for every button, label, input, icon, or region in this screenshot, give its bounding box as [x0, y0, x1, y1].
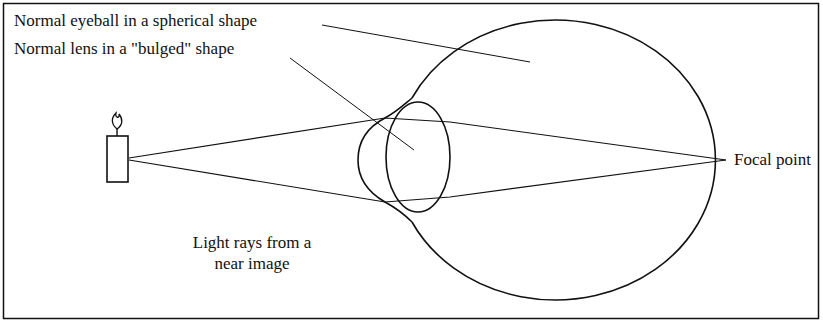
- light-ray: [129, 160, 726, 202]
- rays-label: Light rays from a near image: [192, 232, 312, 274]
- part-label: Normal eyeball in a spherical shape: [14, 10, 257, 31]
- cornea-outline: [358, 98, 412, 222]
- frame: [4, 4, 819, 319]
- leader-line: [322, 25, 530, 62]
- candle-flame: [112, 113, 121, 129]
- candle-wick: [116, 129, 117, 136]
- candle-body: [107, 136, 128, 182]
- leader-line: [290, 58, 414, 150]
- part-label: Normal lens in a "bulged" shape: [14, 38, 234, 59]
- light-ray: [129, 118, 726, 160]
- eyeball-outline: [412, 20, 715, 300]
- focal-point-label: Focal point: [734, 149, 811, 170]
